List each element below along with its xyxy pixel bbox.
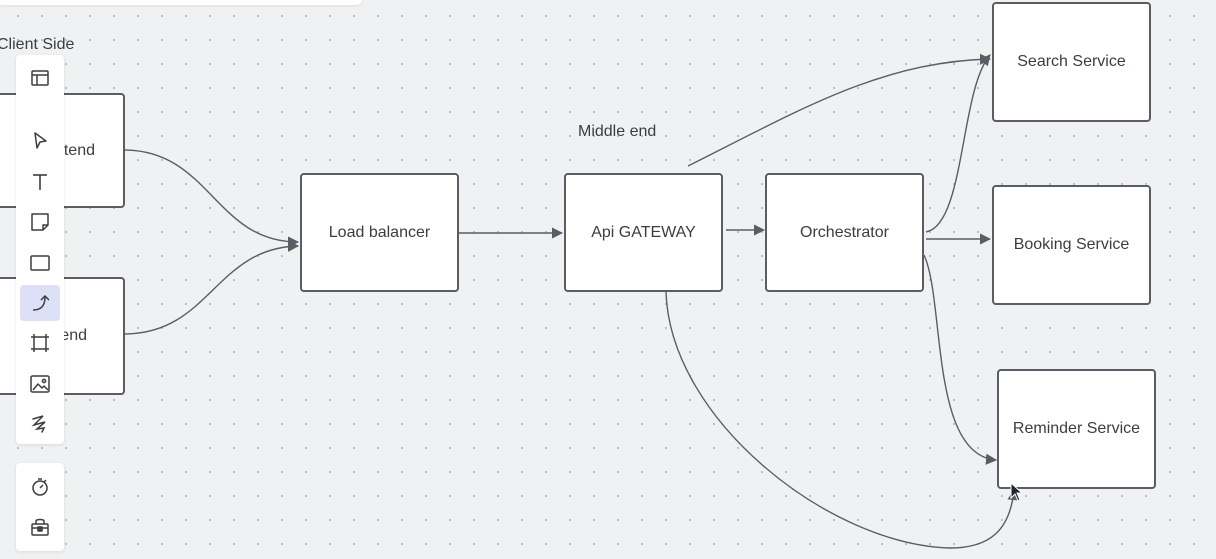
edge-web-to-loadbalancer[interactable] <box>123 240 300 335</box>
left-toolbar <box>16 55 64 444</box>
top-panel-edge <box>0 0 362 5</box>
booking-service-label: Booking Service <box>1013 236 1130 253</box>
mouse-cursor-icon <box>1010 482 1024 502</box>
rectangle-icon[interactable] <box>20 245 60 281</box>
edge-orchestrator-to-search[interactable] <box>925 54 991 233</box>
load-balancer-node[interactable]: Load balancer <box>300 173 459 292</box>
sticky-note-icon[interactable] <box>20 204 60 240</box>
search-service-label: Search Service <box>1017 53 1126 70</box>
edge-orchestrator-to-reminder[interactable] <box>923 254 998 465</box>
load-balancer-label: Load balancer <box>328 223 431 241</box>
connector-icon[interactable] <box>20 285 60 321</box>
extra-toolbar <box>16 463 64 551</box>
timer-icon[interactable] <box>20 469 60 505</box>
templates-icon[interactable] <box>20 60 60 96</box>
frame-icon[interactable] <box>20 325 60 361</box>
text-icon[interactable] <box>20 164 60 200</box>
orchestrator-node[interactable]: Orchestrator <box>765 173 924 292</box>
reminder-service-label: Reminder Service <box>1012 420 1141 437</box>
edge-gateway-to-reminder[interactable] <box>665 291 1019 549</box>
select-icon[interactable] <box>20 123 60 159</box>
shop-icon[interactable] <box>20 509 60 545</box>
api-gateway-node[interactable]: Api GATEWAY <box>564 173 723 292</box>
middle-end-label: Middle end <box>578 123 657 140</box>
orchestrator-label: Orchestrator <box>800 223 889 241</box>
search-service-node[interactable]: Search Service <box>992 2 1151 122</box>
reminder-service-node[interactable]: Reminder Service <box>997 369 1156 489</box>
booking-service-node[interactable]: Booking Service <box>992 185 1151 305</box>
edge-gateway-to-search[interactable] <box>687 53 992 167</box>
api-gateway-label: Api GATEWAY <box>591 223 696 241</box>
client-side-label: Client Side <box>0 36 75 53</box>
pen-icon[interactable] <box>20 406 60 442</box>
image-icon[interactable] <box>20 366 60 402</box>
edge-mobile-to-loadbalancer[interactable] <box>123 149 300 248</box>
